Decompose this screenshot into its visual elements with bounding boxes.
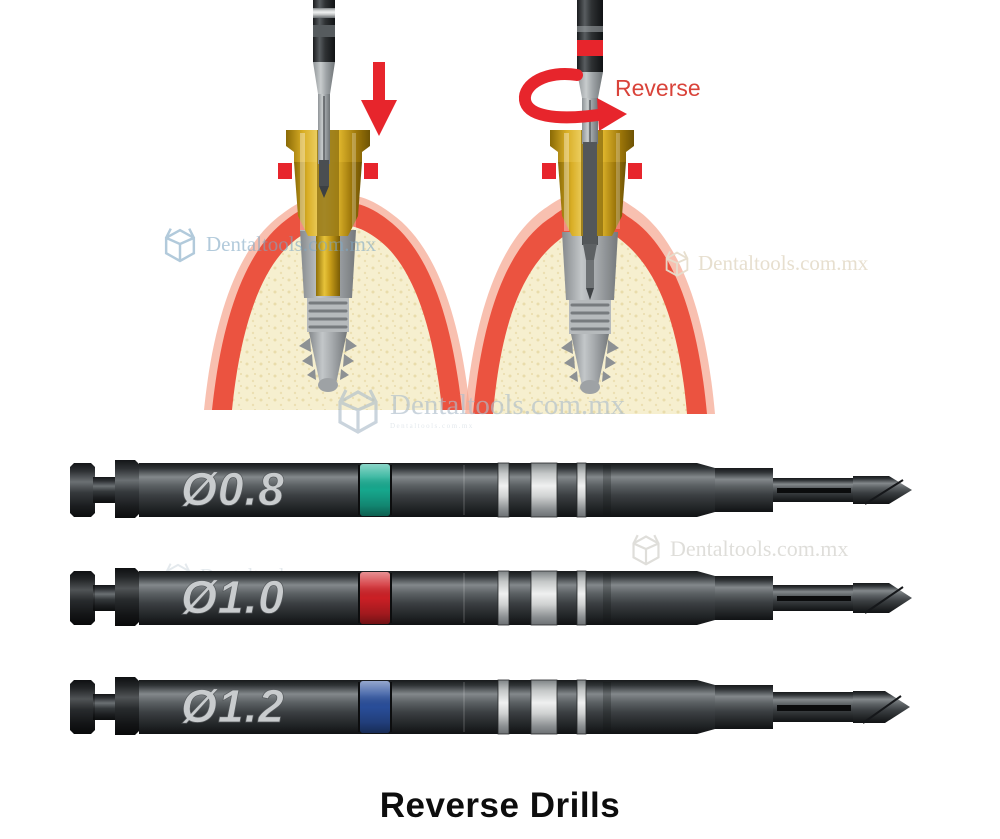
reverse-label: Reverse [615, 75, 701, 101]
depth-marking-rings [497, 570, 587, 626]
reverse-rotation-arrow-icon [519, 68, 627, 131]
drill-body [139, 680, 697, 734]
drill-bit-tip [586, 288, 594, 300]
flute-slot [777, 488, 851, 493]
drill-bit [583, 142, 597, 244]
depth-marking-rings [497, 462, 587, 518]
depth-marking-rings [497, 679, 587, 735]
implant-threads [570, 303, 610, 331]
page-title: Reverse Drills [379, 786, 621, 825]
drill-body [139, 571, 697, 625]
reverse-drill-0.8: Ø0.8 [70, 460, 912, 518]
reverse-drill-1.2: Ø1.2 [70, 677, 910, 735]
drill-neck [715, 468, 773, 512]
silver-ring [313, 8, 335, 18]
down-arrow-icon [361, 62, 397, 136]
flute-slot [777, 705, 851, 711]
diameter-label: Ø0.8 [181, 463, 285, 515]
flute-slot [777, 596, 851, 601]
latch-shank [70, 460, 139, 518]
watermark-text: Dentaltools.com.mx [670, 536, 849, 561]
handpiece-drill [577, 0, 603, 300]
diameter-label: Ø1.2 [181, 680, 285, 732]
drill-shank [577, 0, 603, 72]
implant-thread-fins [299, 338, 357, 380]
reverse-drill-1.0: Ø1.0 [70, 568, 912, 626]
latch-shank [70, 677, 139, 735]
red-marker-left [542, 163, 556, 179]
diameter-label: Ø1.0 [181, 571, 285, 623]
implant-thread-fins [561, 340, 619, 382]
drill-body [139, 463, 697, 517]
drill-tip [853, 476, 912, 504]
illustration-drill-insertion [204, 0, 470, 410]
illustration-reverse-removal: Reverse [465, 0, 715, 414]
drill-neck [715, 576, 773, 620]
implant-threads [308, 301, 348, 329]
watermark-subtext: Dentaltools.com.mx [390, 421, 474, 430]
red-ring [577, 40, 603, 56]
red-marker-right [628, 163, 642, 179]
red-marker-left [278, 163, 292, 179]
drill-tip [853, 691, 910, 723]
drill-bit-tip [319, 186, 329, 198]
red-marker-right [364, 163, 378, 179]
drill-neck [715, 685, 773, 729]
latch-shank [70, 568, 139, 626]
handpiece-drill [313, 0, 335, 198]
